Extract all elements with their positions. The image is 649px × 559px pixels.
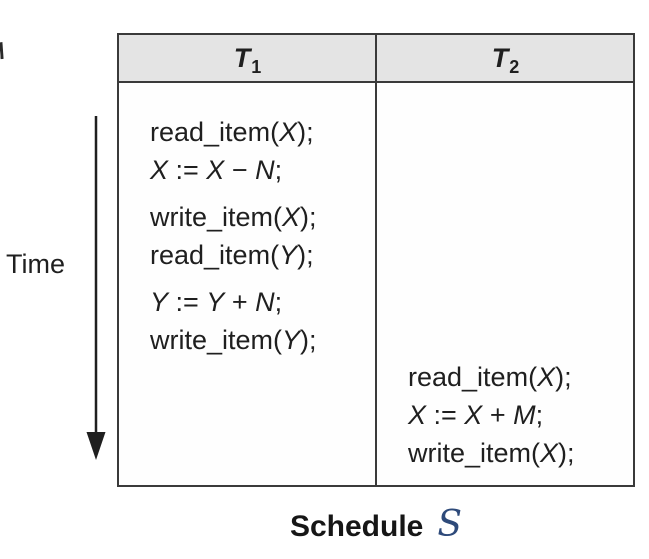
t2-op-read-x: read_item(X); [408,362,572,392]
t1-subscript: 1 [251,57,262,77]
t2-op-assign-x: X := X + M; [408,400,544,430]
t1-op-assign-x: X := X − N; [150,155,283,185]
t2-op-group-1: read_item(X); X := X + M; write_item(X); [408,358,633,472]
t2-subscript: 2 [509,57,520,77]
schedule-name: S [437,504,463,545]
caption-label: Schedule [289,510,424,543]
t1-op-assign-y: Y := Y + N; [150,287,283,317]
cropped-edge-artifact [0,41,7,60]
time-axis-label: Time [6,249,65,279]
time-arrow-down-icon [86,116,106,460]
t1-label: T [233,42,251,73]
t1-op-write-y: write_item(Y); [150,325,317,355]
t1-operations-cell: read_item(X); X := X − N; write_item(X);… [119,83,375,485]
t2-op-write-x: write_item(X); [408,438,575,468]
table-body-row: read_item(X); X := X − N; write_item(X);… [119,83,633,485]
t1-op-group-2: write_item(X); read_item(Y); [150,198,375,274]
figure-caption: Schedule S [117,504,635,545]
t1-op-write-x: write_item(X); [150,202,317,232]
t1-op-group-1: read_item(X); X := X − N; [150,113,375,189]
t2-label: T [491,42,509,73]
t1-op-read-x: read_item(X); [150,117,314,147]
t1-op-group-3: Y := Y + N; write_item(Y); [150,283,375,359]
t1-op-read-y: read_item(Y); [150,240,314,270]
t2-operations-cell: read_item(X); X := X + M; write_item(X); [375,83,633,485]
